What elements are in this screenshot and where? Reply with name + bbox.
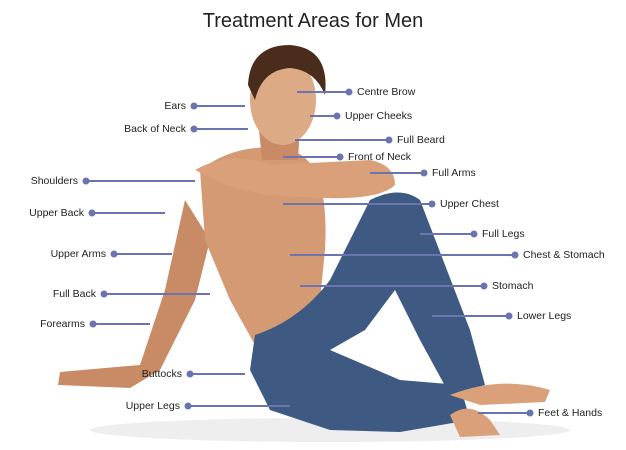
label-centre-brow: Centre Brow xyxy=(357,86,416,98)
callout-dot-upper-cheeks xyxy=(333,112,341,120)
callout-dot-full-arms xyxy=(420,169,428,177)
label-upper-legs: Upper Legs xyxy=(125,400,180,412)
label-shoulders: Shoulders xyxy=(30,175,78,187)
label-buttocks: Buttocks xyxy=(141,368,182,380)
callout-dot-upper-chest xyxy=(428,200,436,208)
callout-dot-front-of-neck xyxy=(336,153,344,161)
callout-dot-full-back xyxy=(100,290,108,298)
label-feet-hands: Feet & Hands xyxy=(538,407,603,419)
label-full-legs: Full Legs xyxy=(482,228,525,240)
label-upper-back: Upper Back xyxy=(29,207,84,219)
label-lower-legs: Lower Legs xyxy=(517,310,572,322)
label-upper-arms: Upper Arms xyxy=(50,248,106,260)
callout-dot-stomach xyxy=(480,282,488,290)
label-full-back: Full Back xyxy=(52,288,96,300)
callout-dot-upper-back xyxy=(88,209,96,217)
callout-dot-back-of-neck xyxy=(190,125,198,133)
label-stomach: Stomach xyxy=(492,280,534,292)
callout-dot-forearms xyxy=(89,320,97,328)
diagram-title: Treatment Areas for Men xyxy=(202,10,424,32)
callout-dot-upper-legs xyxy=(184,402,192,410)
callout-dot-lower-legs xyxy=(505,312,513,320)
callout-dot-shoulders xyxy=(82,177,90,185)
callout-dot-upper-arms xyxy=(110,250,118,258)
callout-dot-feet-hands xyxy=(526,409,534,417)
label-full-arms: Full Arms xyxy=(432,167,476,179)
callout-dot-chest-stomach xyxy=(511,251,519,259)
callout-dot-buttocks xyxy=(186,370,194,378)
label-chest-stomach: Chest & Stomach xyxy=(523,249,605,261)
label-ears: Ears xyxy=(164,100,186,112)
label-back-of-neck: Back of Neck xyxy=(124,123,186,135)
callout-dot-centre-brow xyxy=(345,88,353,96)
callout-dot-full-beard xyxy=(385,136,393,144)
label-full-beard: Full Beard xyxy=(397,134,445,146)
label-forearms: Forearms xyxy=(40,318,85,330)
label-front-of-neck: Front of Neck xyxy=(348,151,412,163)
callout-dot-ears xyxy=(190,102,198,110)
label-upper-cheeks: Upper Cheeks xyxy=(345,110,413,122)
label-upper-chest: Upper Chest xyxy=(440,198,499,210)
callout-dot-full-legs xyxy=(470,230,478,238)
